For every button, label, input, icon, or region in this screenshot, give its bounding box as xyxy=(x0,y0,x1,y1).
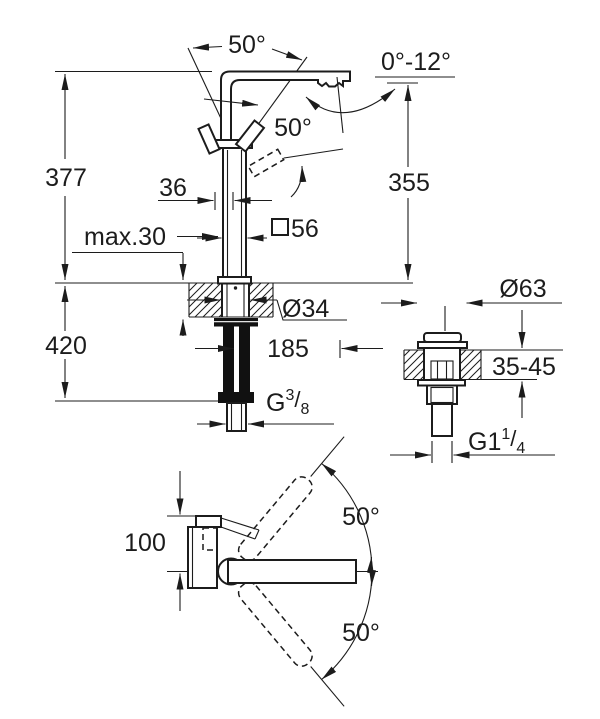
lever-pointer-arrow xyxy=(203,98,259,107)
plan-lever-endcap xyxy=(254,529,260,540)
body-column xyxy=(222,147,247,279)
basin-deck-section xyxy=(403,349,563,381)
swivel-center-arrow-down xyxy=(369,569,377,587)
dim-dia63-label: Ø63 xyxy=(499,275,546,303)
waste-cap-top xyxy=(423,332,462,343)
lever-right-position xyxy=(234,119,266,153)
angle-50-down-label: 50° xyxy=(342,619,380,647)
dimension-labels: 377 420 max.30 36 50° 50° 56 0°-12° 355 … xyxy=(45,31,556,647)
dim-max30-label: max.30 xyxy=(84,223,166,251)
dim-36-label: 36 xyxy=(159,174,187,202)
dim-3545-label: 35-45 xyxy=(492,353,556,381)
angle-50-top-label: 50° xyxy=(228,31,266,59)
square-symbol xyxy=(271,218,289,236)
spout-dashed-up xyxy=(237,436,345,562)
dim-355-label: 355 xyxy=(388,169,430,197)
hose-thread-end xyxy=(226,402,247,432)
dim34-leader xyxy=(276,299,347,321)
base-screw-dot xyxy=(233,286,238,290)
dim-100-label: 100 xyxy=(124,529,166,557)
supply-hose-right xyxy=(239,326,250,392)
plan-view xyxy=(167,436,378,707)
waste-valve-view xyxy=(381,299,563,463)
thread-g114-label: G11/4 xyxy=(468,426,525,457)
plan-lever-tab xyxy=(195,515,222,528)
swivel-center-arrow-up xyxy=(366,556,374,574)
angle-0-12-label: 0°-12° xyxy=(381,48,451,76)
dim-377-label: 377 xyxy=(45,164,87,192)
dim-420-label: 420 xyxy=(45,332,87,360)
plan-lever-line-1 xyxy=(220,517,260,531)
plan-lever-line-2 xyxy=(220,526,256,540)
thread-g38-label: G3/8 xyxy=(266,387,309,418)
dim-dia34-label: Ø34 xyxy=(282,295,329,323)
spout-dashed-down xyxy=(237,581,345,707)
waste-body xyxy=(423,347,461,381)
lever-dashed-position xyxy=(247,148,285,178)
dim-56-label: 56 xyxy=(291,215,319,243)
tilt-arc xyxy=(305,88,396,114)
angle-50-up-label: 50° xyxy=(342,503,380,531)
supply-hose-left xyxy=(223,326,234,392)
lever-left-position xyxy=(197,123,221,155)
angle50-top-right-arrow xyxy=(271,48,303,61)
waste-tailpiece xyxy=(431,403,453,437)
plan-hidden-detail xyxy=(202,527,218,551)
waste-lower-detail xyxy=(430,386,454,404)
front-view xyxy=(55,43,455,432)
plan-spout-bar xyxy=(227,559,357,584)
lever-rotation-arc xyxy=(290,165,307,198)
base-plate xyxy=(217,276,252,285)
angle50-top-left-arrow xyxy=(192,43,223,51)
hose-connector-band xyxy=(218,392,254,403)
dim-185-label: 185 xyxy=(267,335,309,363)
angle-50-side-label: 50° xyxy=(274,114,312,142)
lever-dashed-axis-line xyxy=(283,148,344,159)
